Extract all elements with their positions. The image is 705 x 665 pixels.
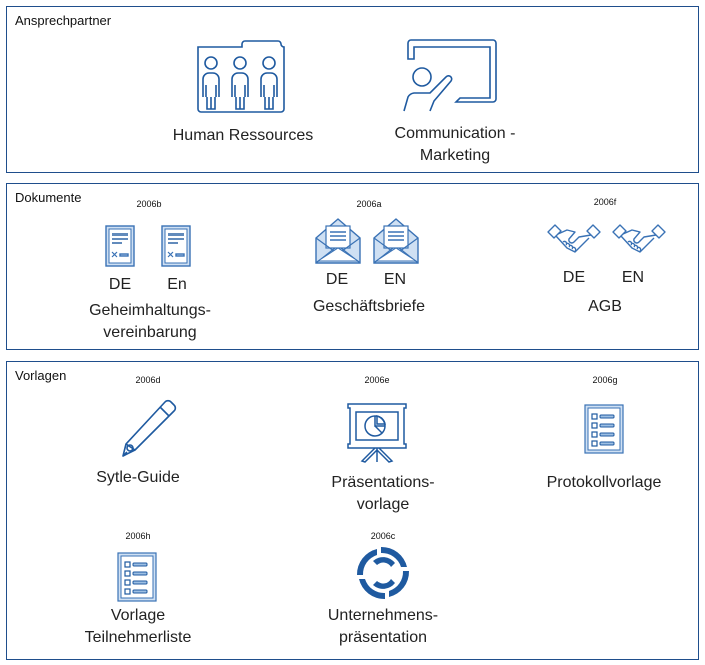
lang-de[interactable]: DE xyxy=(562,269,586,286)
group-label: AGB xyxy=(588,298,622,315)
template-code: 2006c xyxy=(370,531,396,541)
open-envelope-letter-icon[interactable] xyxy=(315,218,361,264)
handshake-icon[interactable] xyxy=(612,224,666,254)
team-folder-icon xyxy=(197,40,285,113)
section-dokumente: Dokumente 2006b DE En Geheimhaltungs- ve… xyxy=(6,183,699,350)
checklist-icon xyxy=(584,404,624,454)
document-code: 2006b xyxy=(136,199,162,209)
item-label-line2: vorlage xyxy=(356,496,410,513)
group-label: Geschäftsbriefe xyxy=(312,298,426,315)
item-label-line1: Vorlage xyxy=(110,607,166,624)
lang-en[interactable]: EN xyxy=(621,269,645,286)
document-code: 2006f xyxy=(593,197,617,207)
lang-en[interactable]: En xyxy=(167,276,187,293)
open-envelope-letter-icon[interactable] xyxy=(373,218,419,264)
checklist-icon xyxy=(117,552,157,602)
group-label-line2: vereinbarung xyxy=(103,324,197,341)
lang-de[interactable]: DE xyxy=(108,276,132,293)
item-label-line1: Communication - xyxy=(394,125,516,142)
pencil-icon xyxy=(122,399,177,457)
lang-de[interactable]: DE xyxy=(325,271,349,288)
template-code: 2006d xyxy=(135,375,161,385)
item-label-line1: Unternehmens- xyxy=(327,607,439,624)
section-ansprechpartner: Ansprechpartner Human Ressources Communi… xyxy=(6,6,699,173)
section-title: Ansprechpartner xyxy=(15,13,112,28)
item-label-line2: Teilnehmerliste xyxy=(84,629,192,646)
template-code: 2006g xyxy=(592,375,618,385)
item-label-line2: präsentation xyxy=(338,629,428,646)
item-label-line2: Marketing xyxy=(419,147,491,164)
item-label: Protokollvorlage xyxy=(546,474,662,491)
company-logo-icon xyxy=(356,546,410,600)
document-code: 2006a xyxy=(356,199,382,209)
item-label: Sytle-Guide xyxy=(96,469,180,486)
lang-en[interactable]: EN xyxy=(383,271,407,288)
contract-document-icon[interactable] xyxy=(161,225,191,267)
group-label-line1: Geheimhaltungs- xyxy=(89,302,211,319)
item-label-line1: Präsentations- xyxy=(331,474,435,491)
presentation-easel-icon xyxy=(347,403,407,463)
section-title: Dokumente xyxy=(15,190,82,205)
template-code: 2006h xyxy=(125,531,151,541)
presenter-board-icon xyxy=(403,39,497,112)
template-code: 2006e xyxy=(364,375,390,385)
handshake-icon[interactable] xyxy=(547,224,601,254)
section-title: Vorlagen xyxy=(15,368,67,383)
contract-document-icon[interactable] xyxy=(105,225,135,267)
item-label: Human Ressources xyxy=(172,127,314,144)
section-vorlagen: Vorlagen 2006d Sytle-Guide 2006e xyxy=(6,361,699,660)
